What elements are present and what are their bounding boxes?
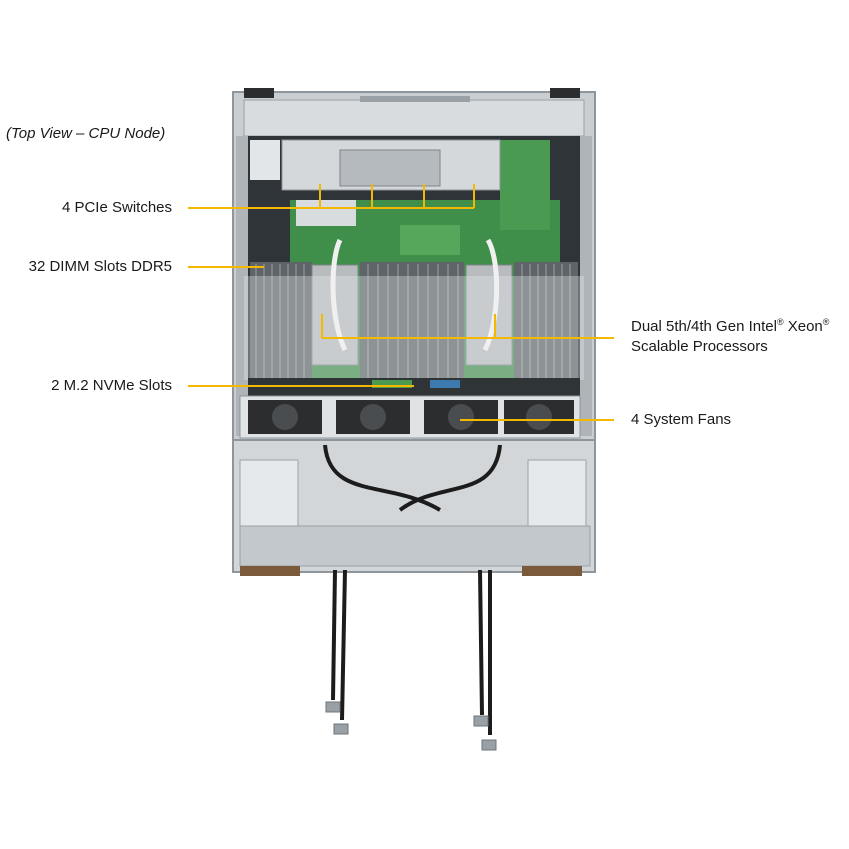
view-caption: (Top View – CPU Node)	[6, 125, 166, 142]
cpu-cold-plates	[244, 238, 584, 380]
label-cpu-line1-a: Dual 5th/4th Gen Intel	[631, 318, 777, 335]
coolant-hoses	[323, 444, 502, 735]
rear-section	[232, 439, 596, 576]
label-cpu-line2: Scalable Processors	[631, 338, 768, 355]
hose-fittings	[325, 701, 497, 751]
system-fans	[239, 395, 581, 439]
callout-lines	[188, 184, 614, 421]
dimm-banks	[250, 262, 578, 382]
label-cpu-reg-2: ®	[822, 317, 830, 327]
label-system-fans: 4 System Fans	[631, 411, 732, 428]
pcie-switch-bracket	[250, 139, 501, 226]
label-cpu-line1: Dual 5th/4th Gen Intel® Xeon®	[631, 317, 829, 337]
label-cpu-line1-b: Xeon	[783, 318, 823, 335]
label-dimm-slots: 32 DIMM Slots DDR5	[28, 258, 172, 275]
label-m2-slots: 2 M.2 NVMe Slots	[51, 377, 172, 394]
label-pcie-switches: 4 PCIe Switches	[61, 199, 172, 216]
label-cpu-reg-1: ®	[776, 317, 784, 327]
